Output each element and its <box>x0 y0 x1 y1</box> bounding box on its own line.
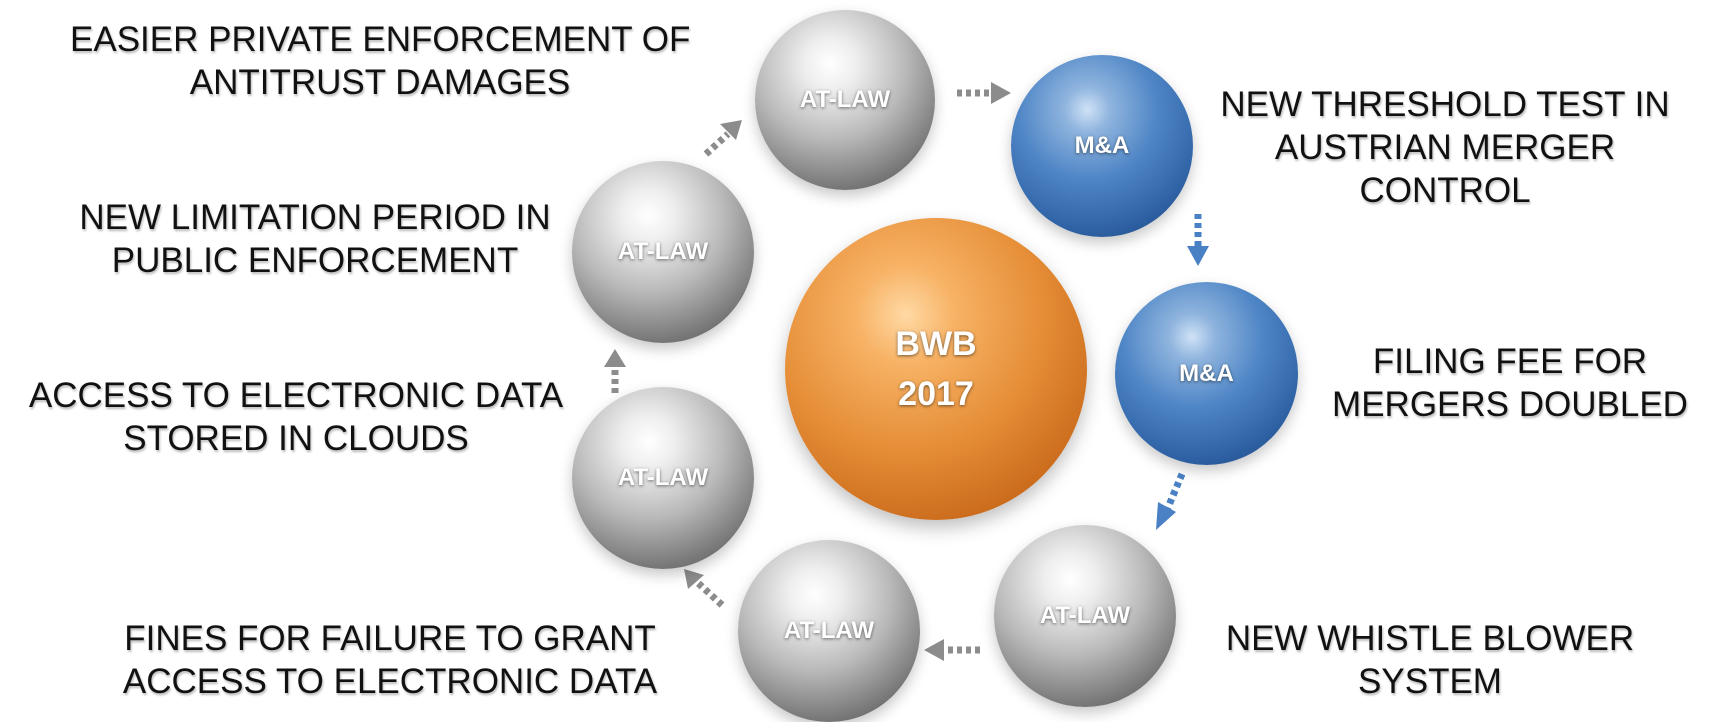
arrow-icon <box>684 569 725 608</box>
label-line: AUSTRIAN MERGER <box>1274 128 1616 167</box>
center-title: BWB <box>895 325 977 363</box>
arrow-icon <box>924 639 980 661</box>
orb-label: AT-LAW <box>783 617 875 644</box>
arrow-icon <box>703 120 742 157</box>
at-law-orb: AT-LAW <box>572 161 754 343</box>
label-filing-fee: FILING FEE FOR MERGERS DOUBLED <box>1310 340 1710 426</box>
label-line: FILING FEE FOR <box>1372 342 1648 381</box>
label-cloud-data: ACCESS TO ELECTRONIC DATA STORED IN CLOU… <box>6 374 586 460</box>
label-line: ACCESS TO ELECTRONIC DATA <box>28 376 564 415</box>
at-law-orb: AT-LAW <box>738 540 920 722</box>
at-law-orb: AT-LAW <box>755 10 935 190</box>
at-law-orb: AT-LAW <box>994 525 1176 707</box>
label-line: CONTROL <box>1359 171 1531 210</box>
arrow-icon <box>1187 214 1209 266</box>
m-and-a-orb: M&A <box>1011 55 1193 237</box>
m-and-a-orb: M&A <box>1115 282 1298 465</box>
orb-label: AT-LAW <box>617 464 709 491</box>
center-orb: BWB 2017 <box>785 218 1087 520</box>
orb-label: AT-LAW <box>799 86 891 113</box>
label-line: MERGERS DOUBLED <box>1332 385 1688 424</box>
arrow-icon <box>604 349 626 393</box>
center-year: 2017 <box>898 375 974 413</box>
label-line: FINES FOR FAILURE TO GRANT <box>124 619 656 658</box>
at-law-orb: AT-LAW <box>572 387 754 569</box>
label-line: PUBLIC ENFORCEMENT <box>111 241 519 280</box>
orb-label: AT-LAW <box>617 238 709 265</box>
label-line: NEW WHISTLE BLOWER <box>1225 619 1635 658</box>
label-line: NEW LIMITATION PERIOD IN <box>79 198 551 237</box>
label-private-enforcement: EASIER PRIVATE ENFORCEMENT OF ANTITRUST … <box>70 18 690 104</box>
label-line: ACCESS TO ELECTRONIC DATA <box>122 662 658 701</box>
orb-label: AT-LAW <box>1039 602 1131 629</box>
label-fines-electronic-data: FINES FOR FAILURE TO GRANT ACCESS TO ELE… <box>100 617 680 703</box>
label-whistle-blower: NEW WHISTLE BLOWER SYSTEM <box>1205 617 1655 703</box>
orb-label: M&A <box>1074 132 1130 159</box>
label-line: ANTITRUST DAMAGES <box>189 63 571 102</box>
label-line: EASIER PRIVATE ENFORCEMENT OF <box>70 20 691 59</box>
orb-label: M&A <box>1179 359 1234 387</box>
arrow-icon <box>957 82 1011 104</box>
label-threshold-test: NEW THRESHOLD TEST IN AUSTRIAN MERGER CO… <box>1200 83 1690 212</box>
label-limitation-period: NEW LIMITATION PERIOD IN PUBLIC ENFORCEM… <box>55 196 575 282</box>
arrow-icon <box>1156 472 1186 530</box>
label-line: SYSTEM <box>1358 662 1502 701</box>
label-line: NEW THRESHOLD TEST IN <box>1220 85 1670 124</box>
label-line: STORED IN CLOUDS <box>123 419 469 458</box>
